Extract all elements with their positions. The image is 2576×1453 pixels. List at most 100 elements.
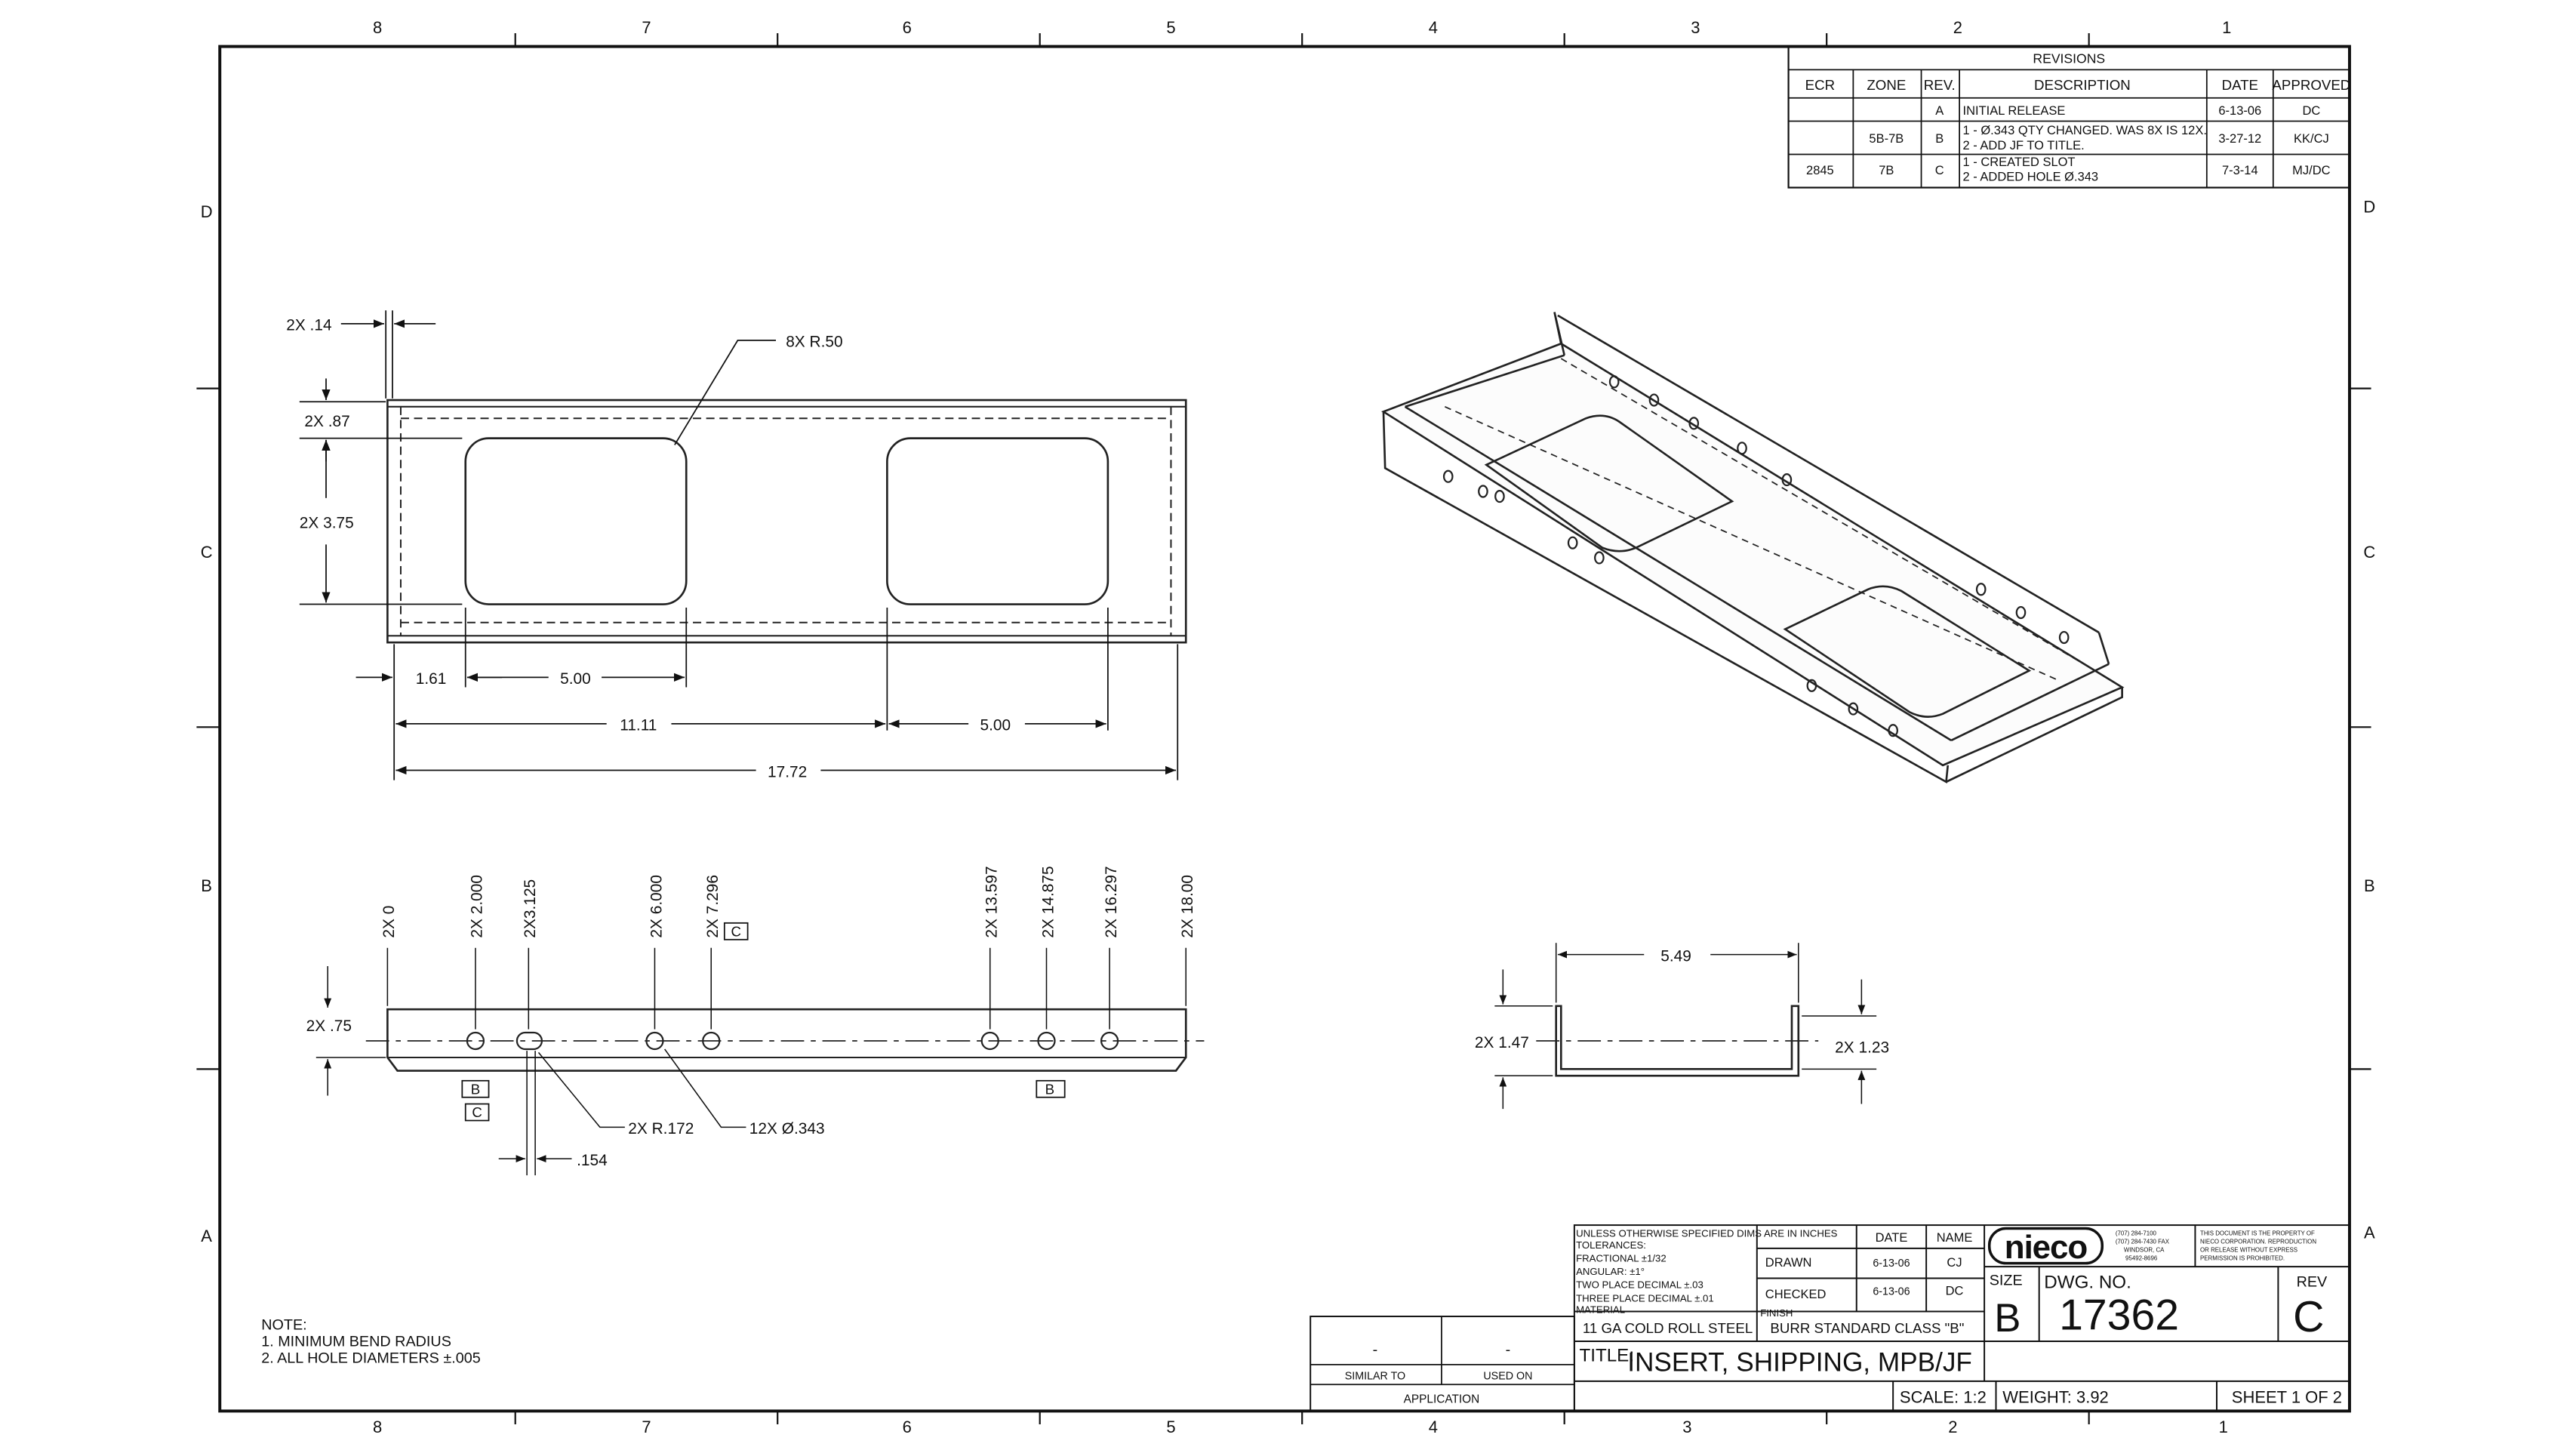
zone-row-right-d: D bbox=[2363, 198, 2375, 217]
datum-c-left: C bbox=[472, 1104, 482, 1120]
title-block bbox=[1573, 1224, 2350, 1412]
dim-holes: 12X Ø.343 bbox=[749, 1120, 825, 1137]
dim-radius: 8X R.50 bbox=[786, 334, 842, 351]
rev-header-ecr: ECR bbox=[1805, 77, 1835, 93]
checked-name: DC bbox=[1946, 1284, 1964, 1298]
checked-date: 6-13-06 bbox=[1873, 1285, 1910, 1298]
zone-col-bottom-1: 1 bbox=[2219, 1418, 2228, 1436]
material-value: 11 GA COLD ROLL STEEL bbox=[1583, 1320, 1753, 1336]
ordinate-1: 2X 2.000 bbox=[469, 875, 486, 938]
datum-tags: C B C B bbox=[461, 922, 1066, 1122]
title-label: TITLE: bbox=[1579, 1345, 1634, 1365]
rev-row-c-rev: C bbox=[1935, 164, 1944, 177]
address-line-4: 95492-8696 bbox=[2125, 1254, 2158, 1261]
rev-row-c-desc2: 2 - ADDED HOLE Ø.343 bbox=[1963, 171, 2099, 184]
dim-slot-radius: 2X R.172 bbox=[628, 1120, 694, 1137]
iso-cutout-1 bbox=[1484, 414, 1734, 553]
top-view-dimensions bbox=[299, 310, 1179, 780]
size-label: SIZE bbox=[1990, 1272, 2023, 1288]
zone-row-left-d: D bbox=[201, 202, 213, 221]
zone-col-bottom-8: 8 bbox=[373, 1418, 382, 1436]
ordinate-3: 2X 6.000 bbox=[648, 875, 665, 938]
ordinate-5: 2X 13.597 bbox=[983, 866, 1001, 937]
tolerance-line-1: UNLESS OTHERWISE SPECIFIED DIMS ARE IN I… bbox=[1576, 1227, 1838, 1239]
zone-row-right-c: C bbox=[2363, 543, 2375, 562]
tolerance-line-6: THREE PLACE DECIMAL ±.01 bbox=[1576, 1292, 1714, 1304]
zone-col-bottom-4: 4 bbox=[1429, 1418, 1438, 1436]
sheet-value: SHEET 1 OF 2 bbox=[2232, 1387, 2342, 1406]
zone-row-right-b: B bbox=[2364, 876, 2375, 895]
weight-value: WEIGHT: 3.92 bbox=[2002, 1387, 2108, 1406]
zone-col-bottom-2: 2 bbox=[1948, 1418, 1957, 1436]
revisions-table: REVISIONS ECR ZONE REV. DESCRIPTION DATE… bbox=[1787, 45, 2350, 189]
datum-b-right: B bbox=[1045, 1081, 1054, 1097]
checked-label: CHECKED bbox=[1765, 1288, 1827, 1301]
zone-row-right-a: A bbox=[2364, 1224, 2375, 1242]
dim-overall: 17.72 bbox=[768, 763, 807, 780]
app-label: APPLICATION bbox=[1404, 1393, 1480, 1405]
dim-end-right-height: 2X 1.23 bbox=[1835, 1039, 1889, 1056]
scale-value: SCALE: 1:2 bbox=[1900, 1387, 1987, 1406]
zone-ticks bbox=[196, 32, 2371, 1425]
drawing-border bbox=[218, 45, 2351, 1413]
drawn-name: CJ bbox=[1947, 1256, 1962, 1270]
rev-row-c-desc1: 1 - CREATED SLOT bbox=[1963, 155, 2076, 169]
side-view-holes bbox=[466, 1031, 1119, 1051]
application-block: - - SIMILAR TO USED ON APPLICATION bbox=[1310, 1316, 1575, 1412]
company-logo: nieco bbox=[1987, 1227, 2104, 1266]
rev-row-b-desc2: 2 - ADD JF TO TITLE. bbox=[1963, 139, 2085, 152]
zone-col-top-6: 6 bbox=[903, 18, 912, 37]
zone-col-top-2: 2 bbox=[1953, 18, 1962, 37]
note-1: 1. MINIMUM BEND RADIUS bbox=[261, 1334, 451, 1350]
rev-row-b-desc1: 1 - Ø.343 QTY CHANGED. WAS 8X IS 12X. bbox=[1963, 124, 2207, 137]
rev-header-description: DESCRIPTION bbox=[2034, 77, 2131, 93]
rev-row-a-desc: INITIAL RELEASE bbox=[1963, 104, 2066, 118]
zone-col-top-7: 7 bbox=[642, 18, 651, 37]
app-used-value: - bbox=[1506, 1342, 1511, 1359]
zone-row-left-c: C bbox=[201, 543, 213, 562]
cutout-left bbox=[464, 437, 688, 605]
dim-slot-length: .154 bbox=[577, 1152, 608, 1169]
rev-row-c-ecr: 2845 bbox=[1806, 164, 1834, 177]
app-used-label: USED ON bbox=[1483, 1371, 1532, 1383]
dwg-label: DWG. NO. bbox=[2044, 1273, 2131, 1293]
zone-col-top-4: 4 bbox=[1429, 18, 1438, 37]
rev-value: C bbox=[2293, 1293, 2324, 1341]
datum-c-top: C bbox=[731, 923, 741, 939]
property-line-2: NIECO CORPORATION. REPRODUCTION bbox=[2200, 1238, 2316, 1245]
rev-row-b-date: 3-27-12 bbox=[2218, 132, 2261, 146]
name-header: NAME bbox=[1937, 1231, 1973, 1245]
top-view bbox=[386, 399, 1187, 644]
end-view bbox=[1536, 1005, 1819, 1077]
rev-header-approved: APPROVED bbox=[2272, 77, 2350, 93]
zone-col-bottom-5: 5 bbox=[1166, 1418, 1175, 1436]
dim-offset: 1.61 bbox=[416, 670, 447, 688]
tolerance-line-3: FRACTIONAL ±1/32 bbox=[1576, 1252, 1667, 1264]
dim-cutout-width: 5.00 bbox=[560, 670, 591, 688]
end-view-dimensions bbox=[1494, 943, 1877, 1110]
tolerance-line-4: ANGULAR: ±1° bbox=[1576, 1266, 1645, 1277]
address-line-3: WINDSOR, CA bbox=[2124, 1246, 2165, 1253]
dim-cutout-width-2: 5.00 bbox=[980, 717, 1011, 734]
isometric-holes bbox=[1442, 375, 2070, 737]
iso-cutout-2 bbox=[1783, 585, 2032, 718]
side-view-ordinate-lines bbox=[315, 947, 1187, 1176]
rev-header-date: DATE bbox=[2222, 77, 2258, 93]
ordinate-6: 2X 14.875 bbox=[1039, 866, 1057, 937]
property-line-1: THIS DOCUMENT IS THE PROPERTY OF bbox=[2200, 1230, 2315, 1236]
dim-end-left-height: 2X 1.47 bbox=[1475, 1034, 1529, 1051]
svg-text:nieco: nieco bbox=[2005, 1229, 2088, 1266]
zone-col-top-8: 8 bbox=[373, 18, 382, 37]
revisions-title: REVISIONS bbox=[2033, 51, 2105, 66]
tolerance-line-2: TOLERANCES: bbox=[1576, 1239, 1646, 1251]
dim-edge: 2X .87 bbox=[304, 413, 349, 430]
dim-spacing: 11.11 bbox=[620, 717, 657, 734]
address-line-1: (707) 284-7100 bbox=[2116, 1230, 2157, 1236]
ordinate-2: 2X3.125 bbox=[522, 879, 539, 938]
rev-row-c-zone: 7B bbox=[1879, 164, 1894, 177]
material-label: MATERIAL bbox=[1576, 1304, 1625, 1316]
rev-row-b-rev: B bbox=[1935, 132, 1944, 146]
rev-label: REV bbox=[2297, 1273, 2328, 1290]
rev-row-c-date: 7-3-14 bbox=[2222, 164, 2258, 177]
